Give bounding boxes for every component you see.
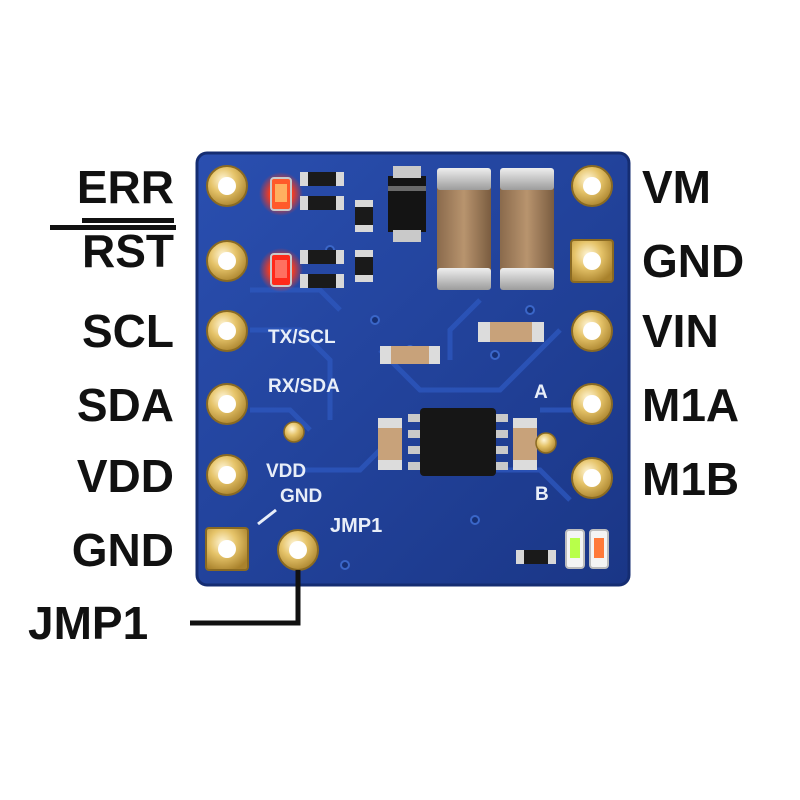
led-red-bottom [259,248,303,292]
diode [388,166,426,242]
silk-slash [257,508,277,526]
rst-overline: RST [82,218,174,277]
silk-tx-scl: TX/SCL [268,327,336,348]
callout-jmp1: JMP1 [28,597,149,649]
pin-label-scl: SCL [82,305,174,357]
pin-label-m1a: M1A [642,379,740,431]
err-rst-divider [50,225,176,230]
capacitor-right [500,168,554,290]
silk-vdd: VDD [266,461,306,482]
silk-jmp1: JMP1 [330,515,382,537]
pin-label-vm: VM [642,161,711,213]
led-orange [589,529,609,569]
smd-resistors [300,172,373,288]
pin-label-err: ERR [76,161,174,213]
pin-label-vin: VIN [642,305,719,357]
left-pads [205,165,249,571]
led-red-top [259,172,303,216]
silk-gnd: GND [280,486,322,507]
led-green [565,529,585,569]
ic-side-pad [535,432,557,454]
pin-label-rst: RST [82,218,174,277]
silk-a: A [534,382,548,403]
pin-label-gnd-right: GND [642,235,745,287]
driver-ic [408,408,508,476]
pin-label-vdd: VDD [76,450,174,502]
pin-label-gnd-left: GND [71,524,174,576]
silk-b: B [535,484,549,505]
resistor-bottom [516,550,556,564]
capacitor-left [437,168,491,290]
ceramic-caps [378,322,544,470]
pin-label-m1b: M1B [642,453,740,505]
test-pad [283,421,305,443]
jmp1-callout-line [190,570,301,626]
right-pads [570,165,614,499]
pin-label-sda: SDA [76,379,174,431]
silk-rx-sda: RX/SDA [268,376,340,397]
